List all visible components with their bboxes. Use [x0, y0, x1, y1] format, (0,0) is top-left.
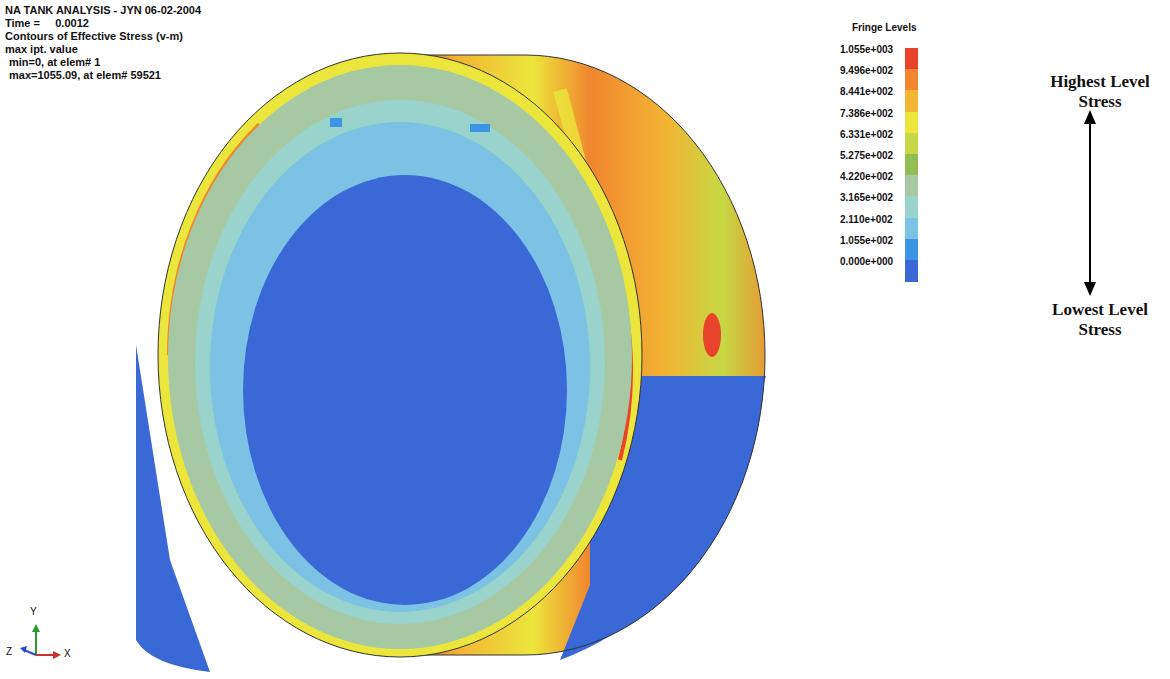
legend-value: 8.441e+002 [840, 86, 893, 98]
plot-title: NA TANK ANALYSIS - JYN 06-02-2004 [5, 4, 201, 17]
legend-value: 1.055e+002 [840, 235, 893, 247]
legend-swatch [905, 218, 918, 240]
annotation: Lowest Level Stress [1040, 300, 1160, 339]
legend-swatch [905, 239, 918, 261]
axis-triad [20, 624, 61, 659]
plot-note: max=1055.09, at elem# 59521 [9, 69, 161, 82]
legend-swatch [905, 90, 918, 112]
legend-value: 1.055e+003 [840, 44, 893, 56]
stress-band [195, 100, 605, 624]
plot-subtitle: Contours of Effective Stress (v-m) [5, 30, 183, 43]
axis-label: X [64, 648, 71, 660]
stress-arrow [1084, 110, 1096, 296]
plot-note: max ipt. value [5, 43, 78, 56]
tank-end-face [158, 53, 642, 657]
legend-title: Fringe Levels [852, 22, 916, 34]
plot-note: min=0, at elem# 1 [9, 56, 100, 69]
legend-swatch [905, 48, 918, 70]
stress-band [210, 122, 590, 612]
legend-value: 4.220e+002 [840, 171, 893, 183]
legend-swatch [905, 133, 918, 155]
legend-value: 3.165e+002 [840, 192, 893, 204]
legend-swatch [905, 154, 918, 176]
legend-swatch [905, 196, 918, 218]
legend-value: 5.275e+002 [840, 150, 893, 162]
legend-swatch [905, 69, 918, 91]
time-stamp: Time = 0.0012 [5, 17, 89, 30]
legend-value: 2.110e+002 [840, 214, 893, 226]
legend-swatch [905, 175, 918, 197]
annotation: Highest Level Stress [1040, 72, 1160, 111]
legend-swatch [905, 260, 918, 282]
axis-label: Y [30, 606, 37, 618]
legend-value: 6.331e+002 [840, 129, 893, 141]
legend-value: 7.386e+002 [840, 108, 893, 120]
axis-label: Z [6, 646, 12, 658]
legend-swatch [905, 112, 918, 134]
stress-band [243, 175, 567, 605]
legend-value: 9.496e+002 [840, 65, 893, 77]
legend-value: 0.000e+000 [840, 256, 893, 268]
stress-band [168, 65, 632, 649]
